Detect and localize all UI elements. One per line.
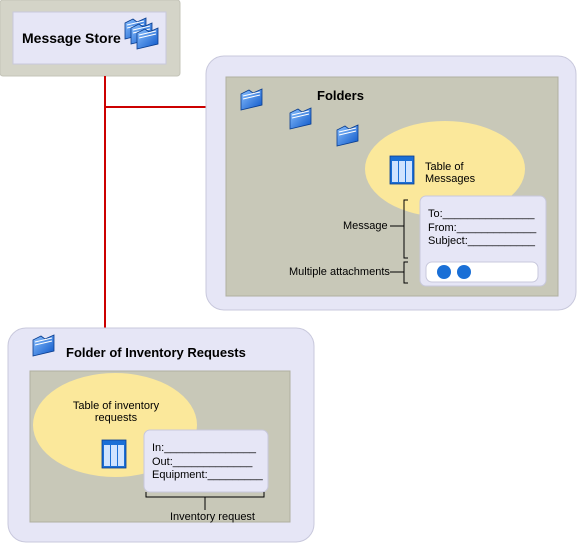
attachment-dot-1	[437, 265, 451, 279]
table-of-messages-icon	[389, 155, 415, 185]
attachments-label: Multiple attachments	[289, 266, 390, 278]
subject-field: Subject:___________	[428, 235, 536, 247]
table-of-messages-label: Table of Messages	[425, 161, 476, 185]
messages-table-ellipse	[365, 121, 525, 217]
folders-title: Folders	[317, 88, 364, 103]
equipment-field: Equipment:_________	[152, 469, 263, 481]
message-label: Message	[343, 220, 388, 232]
to-field: To:_______________	[428, 208, 535, 220]
in-field: In:_______________	[152, 442, 256, 454]
inventory-card	[143, 429, 269, 493]
attachments-strip	[425, 261, 539, 283]
inventory-request-label: Inventory request	[170, 511, 255, 523]
message-store-title: Message Store	[22, 30, 121, 46]
message-bracket	[403, 199, 408, 259]
out-field: Out:_____________	[152, 456, 253, 468]
from-field: From:_____________	[428, 222, 537, 234]
table-of-inventory-icon	[101, 439, 127, 469]
attachment-dot-2	[457, 265, 471, 279]
table-of-inventory-label: Table of inventory requests	[72, 400, 160, 424]
inventory-title: Folder of Inventory Requests	[66, 345, 246, 360]
inventory-panel	[7, 327, 315, 543]
